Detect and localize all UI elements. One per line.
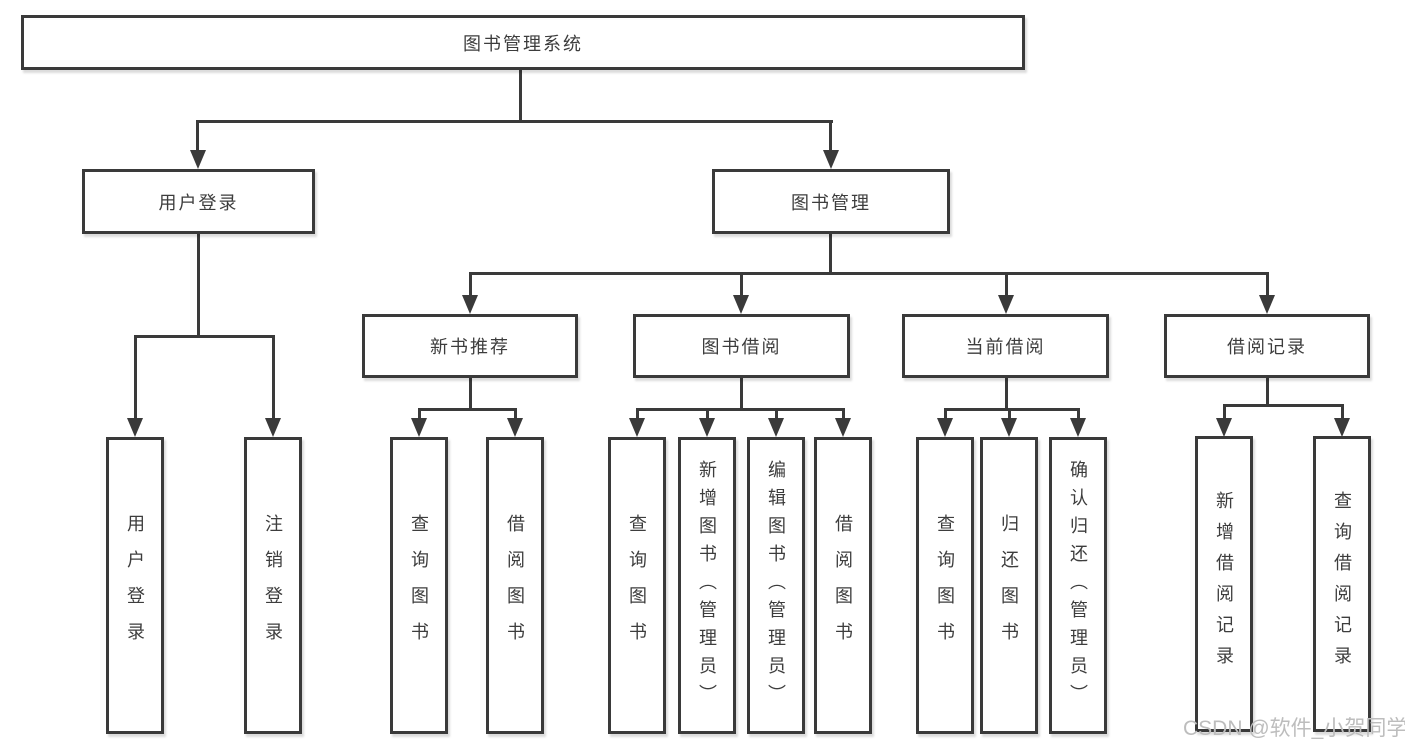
node-current-borrowing: 当前借阅 (902, 314, 1109, 378)
connector-user-login-stem (197, 234, 200, 338)
node-book-borrowing: 图书借阅 (633, 314, 850, 378)
arrow-down-icon (768, 418, 784, 437)
connector-branch (636, 408, 845, 411)
leaf-logout-login: 注销登录 (244, 437, 302, 734)
connector-leaf-drop (1341, 404, 1344, 421)
leaf-query-borrow-record: 查询借阅记录 (1313, 436, 1371, 732)
arrow-down-icon (1001, 418, 1017, 437)
arrow-down-icon (1216, 418, 1232, 437)
leaf-edit-books-admin: 编辑图书（管理员） (747, 437, 805, 734)
connector-level3-drop (469, 272, 472, 298)
arrow-down-icon (937, 418, 953, 437)
connector-leaf-drop (1077, 408, 1080, 421)
node-root: 图书管理系统 (21, 15, 1025, 70)
connector-user-login-branch (134, 335, 275, 338)
node-user-login: 用户登录 (82, 169, 315, 234)
connector-stem (1005, 378, 1008, 411)
arrow-down-icon (835, 418, 851, 437)
connector-root-stem (519, 70, 522, 123)
connector-leaf-drop (134, 335, 137, 420)
connector-root-branch (196, 120, 833, 123)
leaf-query-books-current: 查询图书 (916, 437, 974, 734)
arrow-down-icon (1259, 295, 1275, 314)
connector-book-mgmt-branch (469, 272, 1269, 275)
leaf-add-borrow-record: 新增借阅记录 (1195, 436, 1253, 732)
arrow-down-icon (411, 418, 427, 437)
leaf-return-books: 归还图书 (980, 437, 1038, 734)
connector-leaf-drop (514, 408, 517, 421)
leaf-borrow-books-recommend: 借阅图书 (486, 437, 544, 734)
connector-leaf-drop (272, 335, 275, 420)
connector-branch (1223, 404, 1344, 407)
connector-stem (740, 378, 743, 411)
connector-book-mgmt-drop (829, 120, 832, 152)
connector-leaf-drop (418, 408, 421, 421)
connector-leaf-drop (944, 408, 947, 421)
arrow-down-icon (507, 418, 523, 437)
arrow-down-icon (1334, 418, 1350, 437)
arrow-down-icon (190, 150, 206, 169)
connector-leaf-drop (1008, 408, 1011, 421)
node-new-book-recommend: 新书推荐 (362, 314, 578, 378)
arrow-down-icon (733, 295, 749, 314)
node-borrowing-records: 借阅记录 (1164, 314, 1370, 378)
connector-level3-drop (740, 272, 743, 298)
arrow-down-icon (1070, 418, 1086, 437)
connector-branch (418, 408, 517, 411)
connector-leaf-drop (775, 408, 778, 421)
leaf-confirm-return-admin: 确认归还（管理员） (1049, 437, 1107, 734)
leaf-user-login: 用户登录 (106, 437, 164, 734)
watermark: CSDN @软件_小贺同学 (1183, 717, 1405, 740)
node-book-management: 图书管理 (712, 169, 950, 234)
arrow-down-icon (462, 295, 478, 314)
connector-leaf-drop (706, 408, 709, 421)
leaf-borrow-books-borrowing: 借阅图书 (814, 437, 872, 734)
leaf-query-books-recommend: 查询图书 (390, 437, 448, 734)
connector-book-mgmt-stem (829, 234, 832, 275)
arrow-down-icon (998, 295, 1014, 314)
connector-leaf-drop (1223, 404, 1226, 421)
arrow-down-icon (629, 418, 645, 437)
connector-branch (944, 408, 1080, 411)
arrow-down-icon (127, 418, 143, 437)
connector-stem (469, 378, 472, 411)
connector-stem (1266, 378, 1269, 407)
leaf-query-books-borrowing: 查询图书 (608, 437, 666, 734)
leaf-add-books-admin: 新增图书（管理员） (678, 437, 736, 734)
connector-user-login-drop (196, 120, 199, 152)
arrow-down-icon (699, 418, 715, 437)
arrow-down-icon (265, 418, 281, 437)
arrow-down-icon (823, 150, 839, 169)
connector-level3-drop (1005, 272, 1008, 298)
connector-leaf-drop (842, 408, 845, 421)
connector-leaf-drop (636, 408, 639, 421)
connector-level3-drop (1266, 272, 1269, 298)
